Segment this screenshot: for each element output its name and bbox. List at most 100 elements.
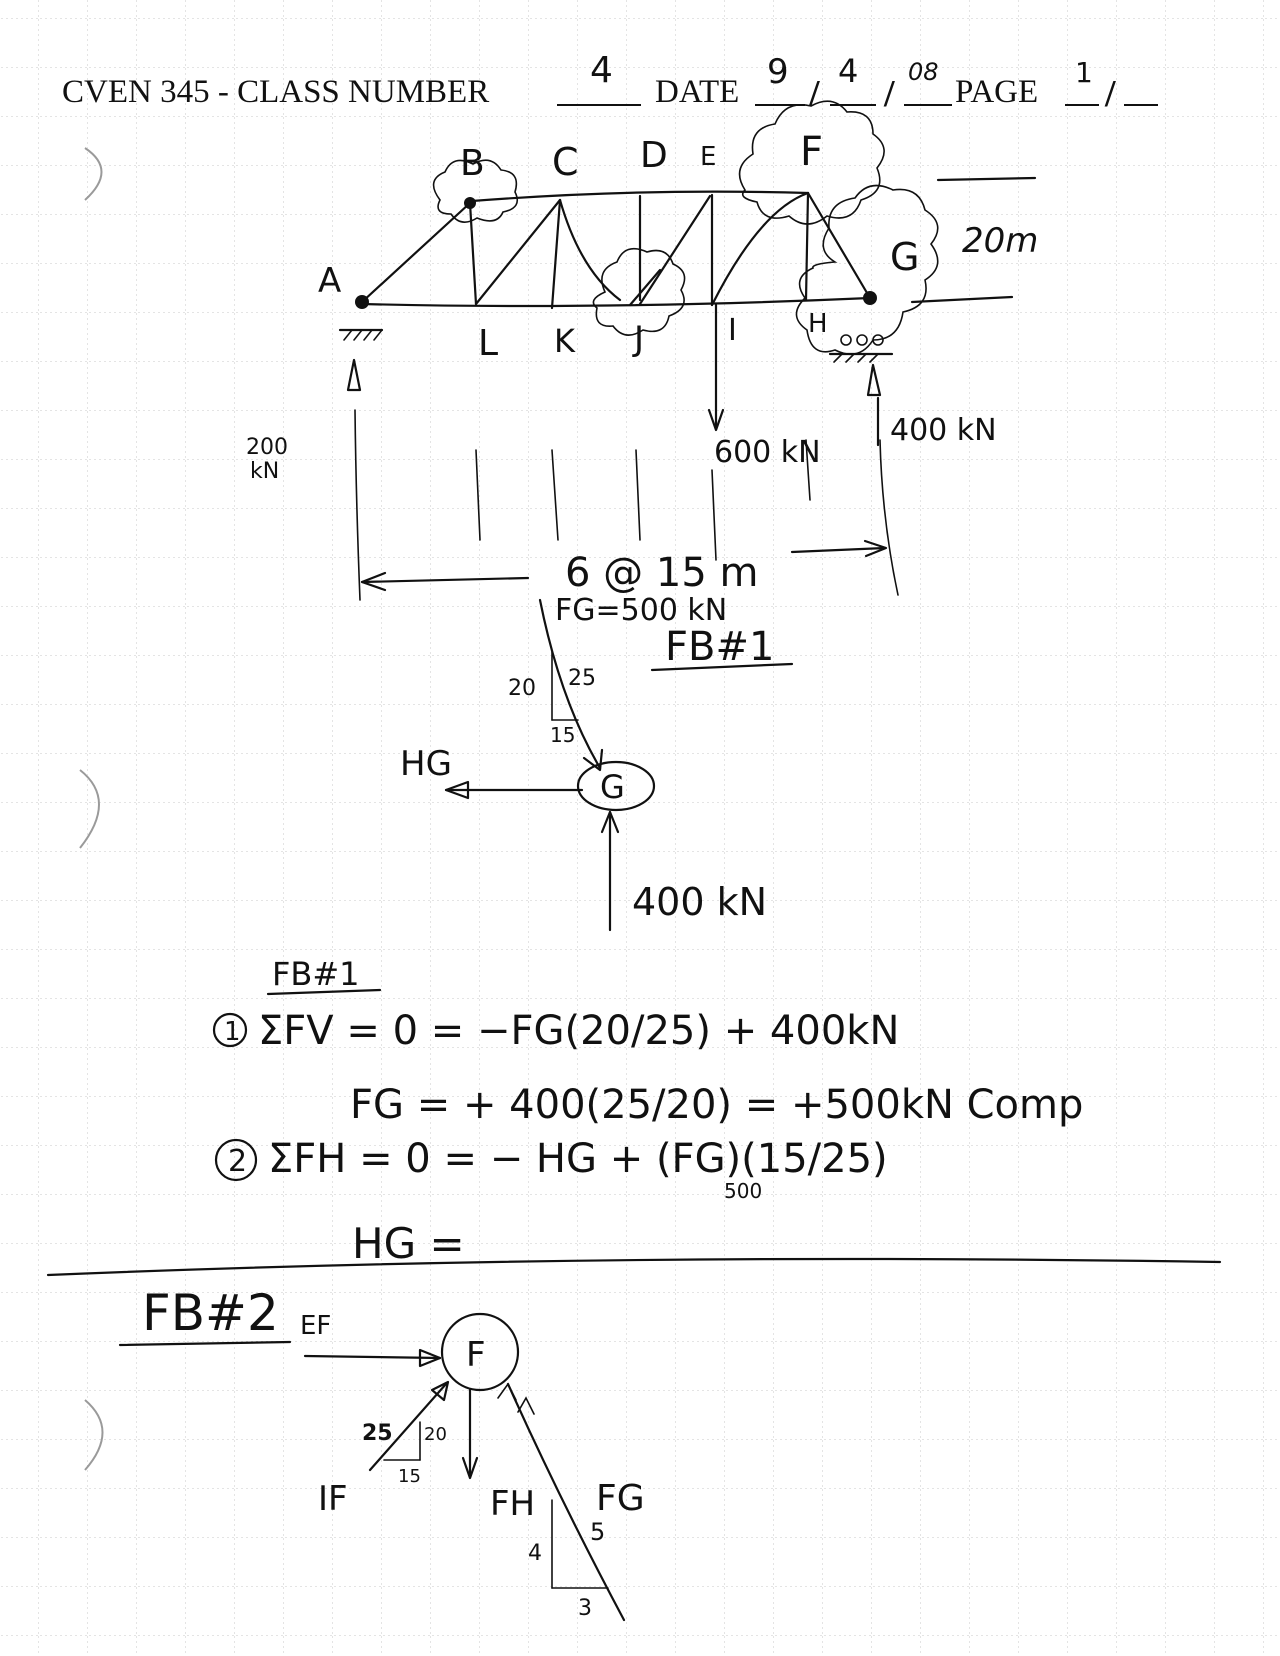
fb1-title-underline	[650, 662, 794, 672]
member-fh-label: FH	[490, 1484, 535, 1524]
span-dim-right	[790, 546, 887, 554]
right-reaction-label: 400 kN	[890, 413, 997, 448]
date-year-blank	[904, 104, 952, 106]
date-day-blank	[830, 104, 876, 106]
extension-line-j	[635, 449, 641, 541]
fb1-slope-horizontal: 15	[550, 723, 575, 747]
date-slash-2: /	[884, 73, 895, 115]
result-label: FG=500 kN	[555, 593, 727, 628]
extension-line-h	[805, 439, 811, 501]
eq2-text: ΣFH = 0 = − HG + (FG)(15/25)	[268, 1136, 888, 1182]
node-label-g: G	[890, 235, 919, 279]
equations-title-underline	[266, 988, 382, 996]
top-chord	[470, 190, 810, 203]
left-reaction-unit: kN	[250, 459, 279, 484]
node-label-h: H	[808, 309, 828, 339]
date-day-value: 4	[838, 52, 859, 90]
node-label-k: K	[554, 322, 576, 360]
member-fg-label: FG	[596, 1478, 645, 1519]
page-number-blank	[1065, 104, 1099, 106]
node-label-e: E	[700, 142, 716, 172]
fb1-diagram: FB#1 20 25 15 G HG 400 kN	[400, 598, 794, 932]
eq1-text: ΣFV = 0 = −FG(20/25) + 400kN	[258, 1008, 899, 1054]
class-number-blank	[557, 104, 641, 106]
binder-hole-icon	[84, 1399, 104, 1471]
node-label-f: F	[800, 129, 823, 175]
cloud-mark-b	[432, 159, 519, 223]
pin-a	[355, 295, 369, 309]
eq2-number-circle	[214, 1138, 258, 1182]
page-slash: /	[1105, 73, 1116, 115]
fb1-diagram-title: FB#1	[665, 624, 774, 670]
support-a-pin	[338, 328, 384, 392]
member-ef-arrow	[303, 1354, 442, 1360]
cloud-mark-j	[592, 247, 686, 336]
member-ck-curve	[558, 198, 622, 302]
truss-diagram: A B C D E F G H I J K L 20m 600 kN 400 k…	[246, 100, 1038, 628]
span-label: 6 @ 15 m	[565, 550, 758, 596]
page-number-value: 1	[1075, 56, 1093, 89]
fg-slope-h-label: 3	[578, 1596, 592, 1621]
fb1-slope-vertical: 20	[508, 676, 536, 701]
node-label-i: I	[728, 313, 737, 348]
height-dim-top	[936, 176, 1037, 182]
joint-f-circle	[440, 1312, 520, 1392]
cloud-mark-f	[738, 100, 885, 225]
height-dim-bottom	[910, 295, 1014, 304]
node-label-c: C	[552, 140, 579, 184]
span-dim-left	[360, 576, 530, 584]
date-slash-1: /	[809, 73, 820, 115]
fb2-title-underline	[118, 1340, 292, 1347]
fg-slope-hyp: 5	[590, 1518, 605, 1546]
member-jd-diag	[638, 194, 712, 306]
section-divider	[46, 1257, 1222, 1277]
equations-block: FB#1 1 ΣFV = 0 = −FG(20/25) + 400kN FG =…	[212, 955, 1083, 1268]
node-label-j: J	[632, 319, 644, 359]
member-if-curve	[710, 191, 810, 307]
pin-b	[464, 197, 476, 209]
node-label-d: D	[640, 135, 668, 176]
eq2-substitute: 500	[724, 1179, 762, 1203]
course-label: CVEN 345 - CLASS NUMBER	[62, 74, 490, 110]
eq1-number: 1	[224, 1017, 241, 1047]
node-label-b: B	[460, 143, 485, 184]
extension-line-i	[711, 469, 717, 561]
date-label: DATE	[655, 74, 740, 110]
eq2-number: 2	[228, 1144, 247, 1179]
fb1-reaction-label: 400 kN	[632, 880, 767, 924]
load-label-600: 600 kN	[714, 435, 821, 470]
member-fg-arrow	[538, 598, 602, 770]
class-number-value: 4	[590, 50, 613, 91]
equations-title: FB#1	[272, 955, 360, 993]
if-slope-v-label: 20	[424, 1424, 447, 1445]
extension-line-a	[354, 409, 361, 601]
member-jk-diag	[628, 268, 662, 307]
member-fh	[804, 191, 810, 302]
height-label: 20m	[962, 221, 1038, 261]
date-month-value: 9	[767, 52, 789, 92]
member-fg	[806, 191, 872, 300]
member-ef-label: EF	[300, 1311, 331, 1341]
if-slope-h-label: 15	[398, 1466, 421, 1487]
extension-line-k	[551, 449, 559, 541]
page-total-blank	[1124, 104, 1158, 106]
joint-g-circle	[576, 760, 656, 812]
joint-f-label: F	[466, 1335, 486, 1375]
left-reaction-value: 200	[246, 435, 288, 460]
member-fg-line	[506, 1382, 626, 1622]
fb2-diagram: FB#2 EF F 25 20 15 IF FH 5 4 3	[118, 1284, 645, 1622]
member-hg-label: HG	[400, 744, 452, 784]
member-if-arrow	[368, 1382, 448, 1472]
eq1-number-circle	[212, 1012, 248, 1048]
if-slope-hyp: 25	[362, 1421, 393, 1446]
member-ck	[550, 198, 562, 310]
member-bl	[468, 201, 478, 306]
fg-slope-v-label: 4	[528, 1541, 542, 1566]
pin-g	[863, 291, 877, 305]
member-lc	[474, 198, 562, 306]
joint-g-label: G	[600, 768, 625, 806]
date-month-blank	[755, 104, 805, 106]
extension-line-g	[879, 439, 899, 596]
support-g-roller	[828, 334, 894, 397]
